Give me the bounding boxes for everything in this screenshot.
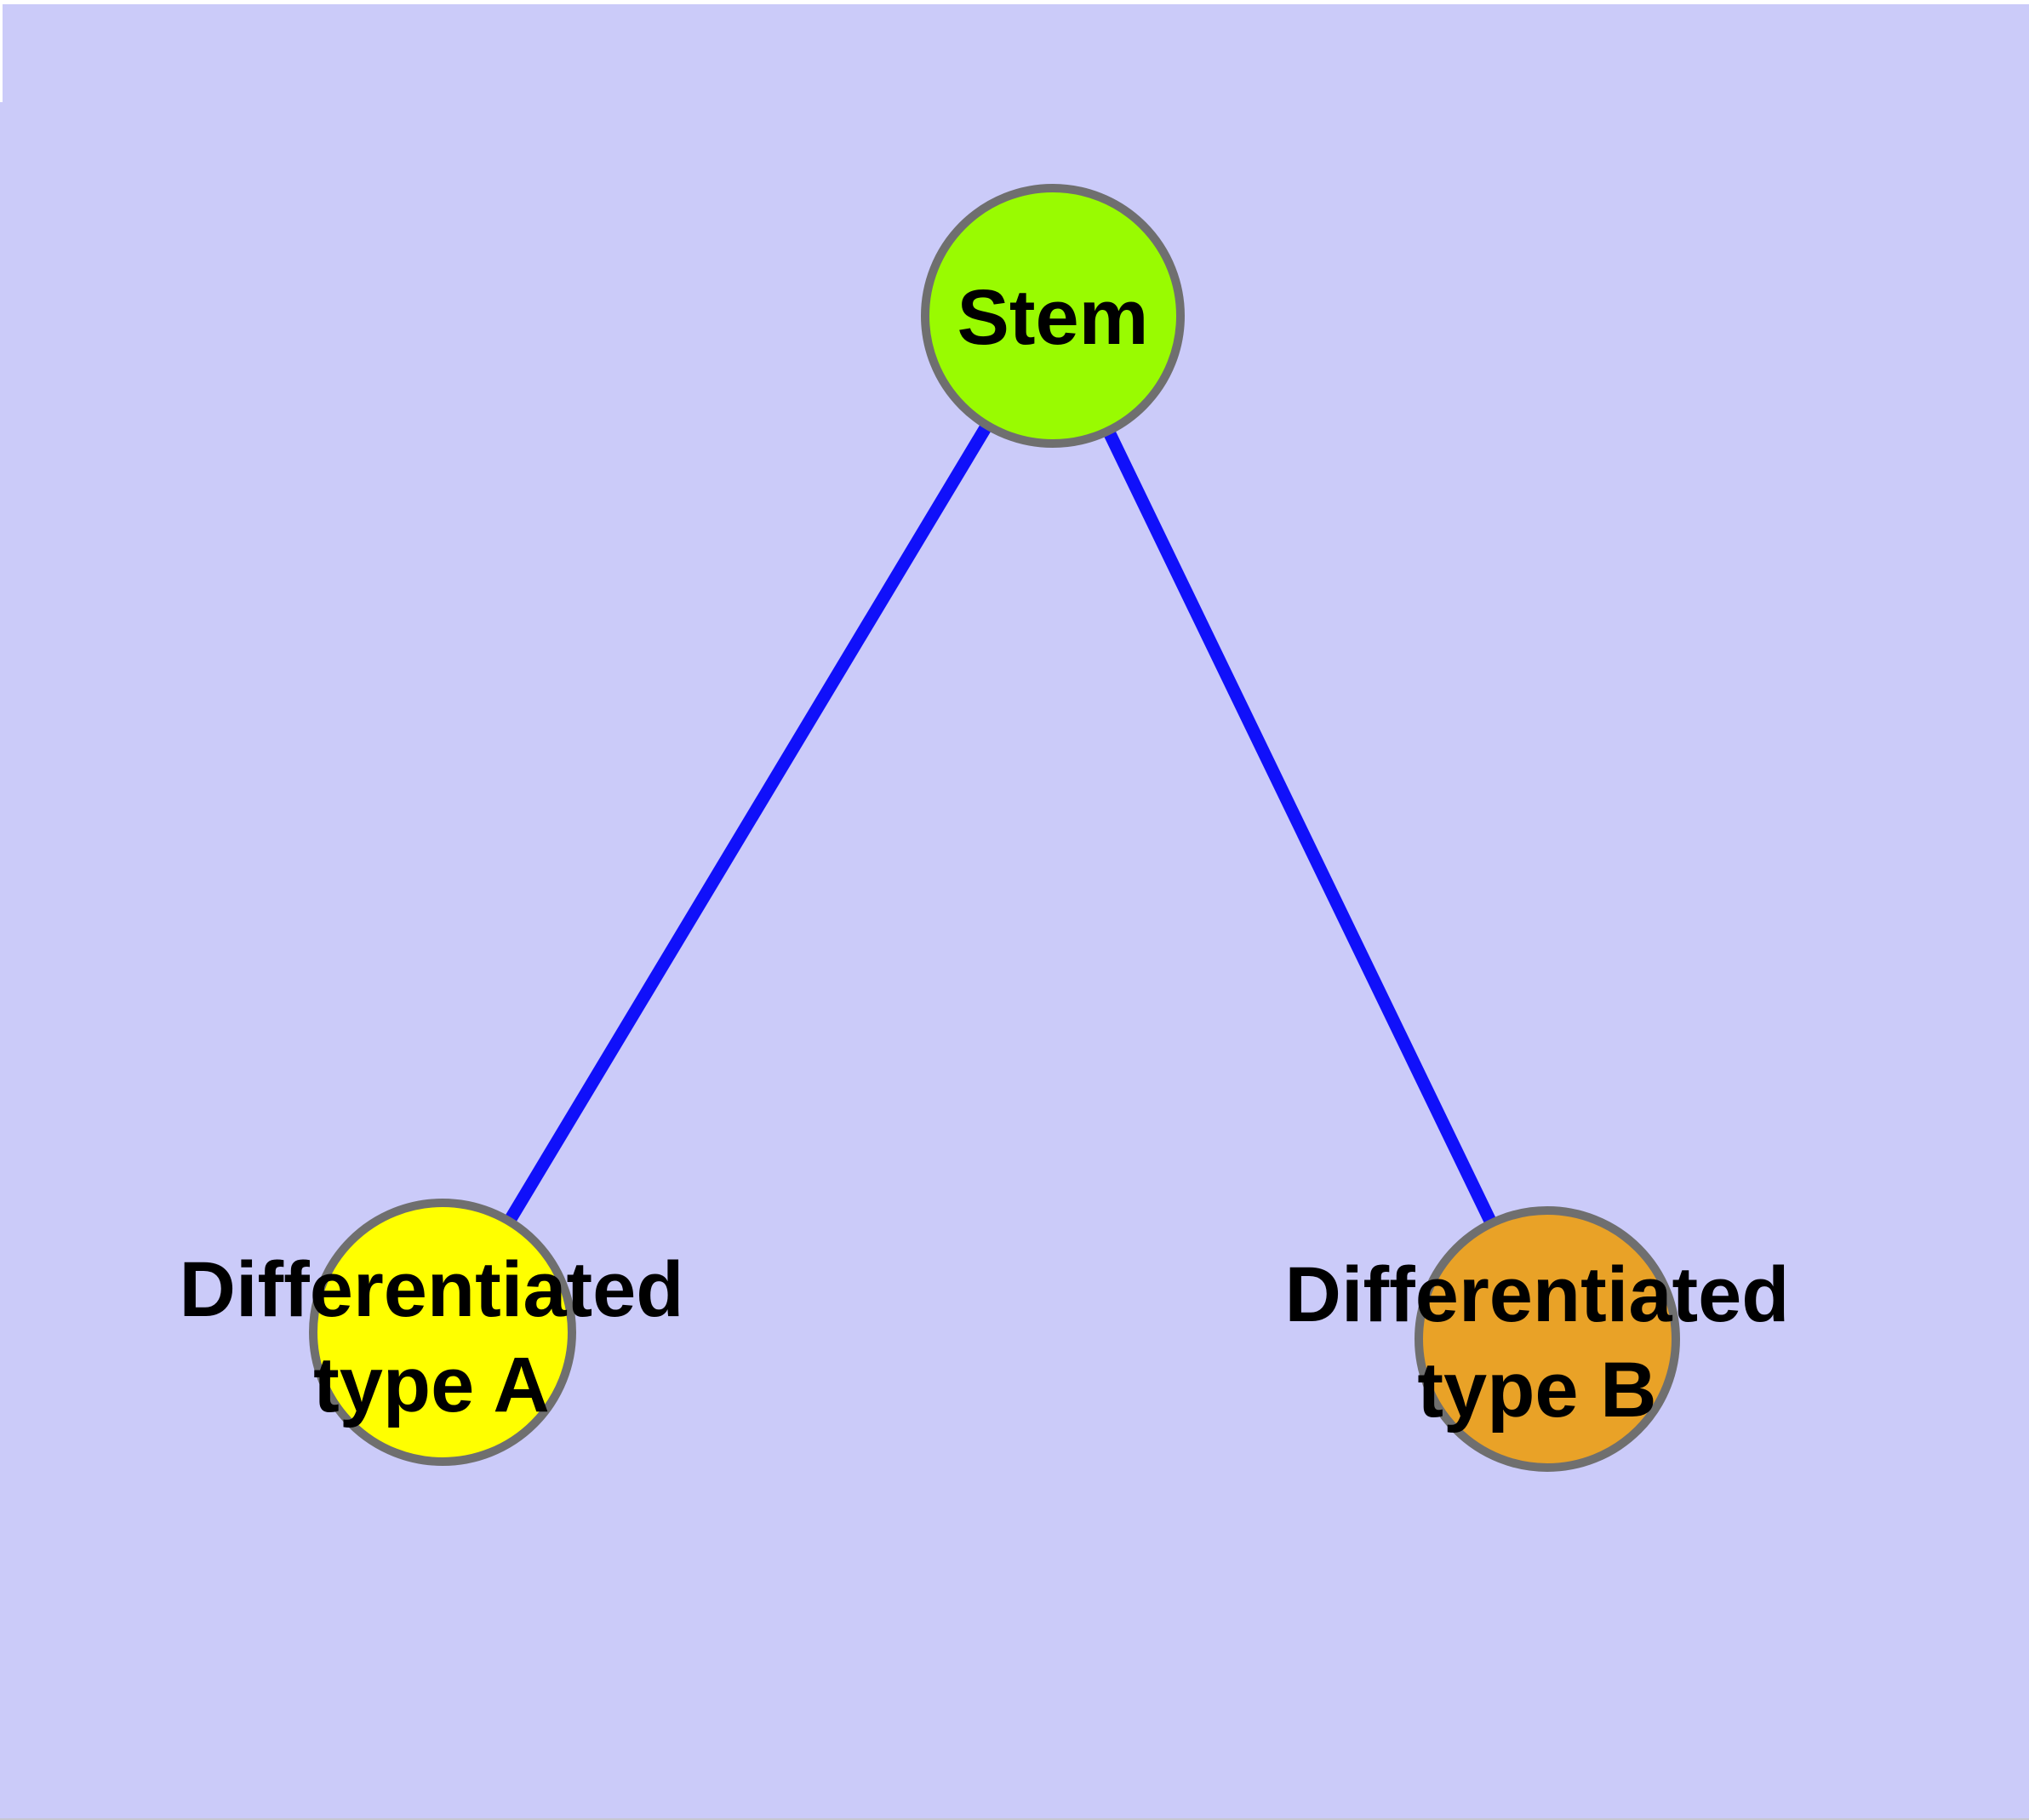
top-margin-strip xyxy=(0,0,2029,4)
type-a-node-label-line1: Differentiated xyxy=(180,1246,684,1333)
edge-stem-to-type-a xyxy=(437,312,1059,1336)
left-margin-sliver xyxy=(0,0,3,102)
node-stem: Stem xyxy=(921,184,1185,448)
node-type-a: Differentiated type A xyxy=(180,1199,684,1466)
type-b-node-label-line1: Differentiated xyxy=(1285,1251,1790,1338)
node-type-b: Differentiated type B xyxy=(1285,1206,1790,1472)
type-a-node-label-line2: type A xyxy=(313,1342,550,1428)
stem-node-label: Stem xyxy=(957,274,1149,361)
type-b-node-label-line2: type B xyxy=(1417,1347,1656,1434)
type-b-node-circle xyxy=(1415,1206,1680,1472)
stem-node-circle xyxy=(921,184,1185,448)
type-a-node-circle xyxy=(309,1199,576,1466)
bottom-edge-line xyxy=(0,1818,2029,1820)
edge-stem-to-type-b xyxy=(1047,312,1553,1342)
edge-group xyxy=(437,312,1553,1342)
